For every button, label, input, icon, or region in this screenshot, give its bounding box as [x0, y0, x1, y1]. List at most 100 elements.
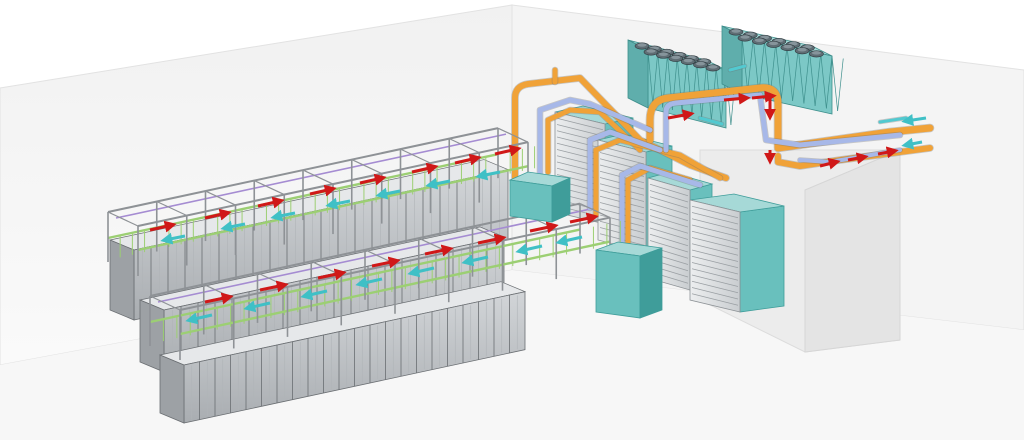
- cold-flow-arrow: [220, 220, 246, 233]
- cold-flow-arrow: [475, 168, 501, 181]
- chiller-rib: [775, 43, 782, 99]
- hot-flow-arrow: [149, 220, 177, 233]
- cold-flow-arrow: [160, 232, 186, 245]
- hot-flow-arrow: [317, 268, 347, 281]
- chiller-rib: [809, 50, 816, 107]
- cold-flow-arrow: [270, 209, 296, 222]
- chiller-rib: [797, 48, 805, 104]
- server-rack-row: [158, 281, 527, 424]
- orange-pipe: [646, 84, 934, 152]
- chiller-rib: [691, 62, 698, 116]
- cdu-cabinet: [595, 241, 663, 319]
- chiller-rib: [814, 53, 822, 107]
- fan-hub-icon: [769, 41, 779, 46]
- chiller-rib: [786, 45, 793, 102]
- blue-pipe: [663, 92, 903, 153]
- louver-slat: [691, 224, 739, 237]
- fan-hub-icon: [797, 47, 807, 52]
- louver-slat: [649, 196, 689, 209]
- flow-arrows: [149, 90, 927, 325]
- hot-flow-arrow: [847, 152, 869, 165]
- louver-slat: [649, 208, 689, 222]
- chiller-rib: [747, 38, 754, 92]
- hot-flow-arrow: [569, 212, 599, 225]
- chiller-rib: [826, 55, 833, 109]
- cold-flow-arrow: [425, 177, 451, 190]
- cyan-pipe: [728, 64, 747, 72]
- chillers: [627, 25, 844, 129]
- louver-slat: [691, 293, 739, 306]
- louver-slat: [691, 212, 739, 225]
- cold-flow-arrow: [325, 197, 351, 210]
- orange-pipe: [593, 137, 723, 218]
- louver-slat: [649, 233, 689, 247]
- air-handler-louver-unit: [689, 193, 785, 313]
- louver-slat: [691, 237, 739, 250]
- cdu-side: [639, 247, 663, 319]
- fan-hub-icon: [783, 44, 793, 49]
- chiller-rib: [837, 58, 844, 112]
- pipework: [511, 63, 935, 259]
- frame-cross: [579, 203, 611, 219]
- hot-flow-arrow: [204, 208, 232, 221]
- dry-cooler-chiller: [721, 25, 844, 115]
- hot-flow-arrow: [477, 233, 507, 246]
- purple-pipe: [115, 133, 507, 219]
- cdu-cabinet: [508, 171, 572, 223]
- cold-flow-arrow: [901, 113, 927, 126]
- chiller-rib: [792, 48, 799, 102]
- fan-hub-icon: [658, 52, 668, 56]
- frame-cross: [156, 200, 188, 217]
- blue-pipe: [619, 163, 703, 251]
- louver-slat: [649, 183, 689, 197]
- hot-flow-arrow: [204, 292, 234, 305]
- louver-slat: [691, 274, 739, 287]
- chiller-rib: [831, 55, 838, 112]
- chiller-rib: [752, 38, 760, 94]
- fan-hub-icon: [754, 38, 764, 42]
- rack-row-side: [159, 354, 185, 424]
- hot-flow-arrow: [411, 162, 439, 175]
- hot-flow-arrow: [494, 144, 522, 157]
- fan-hub-icon: [637, 43, 647, 47]
- louver-slat: [649, 215, 689, 228]
- orange-pipe: [512, 75, 729, 181]
- cyan-pipe: [698, 116, 724, 126]
- louver-slat: [649, 190, 689, 203]
- fan-hub-icon: [708, 65, 718, 69]
- fan-hub-icon: [646, 49, 656, 53]
- louver-slat: [691, 255, 739, 269]
- hot-flow-arrow: [454, 153, 482, 166]
- hot-flow-arrow: [259, 280, 289, 293]
- cold-flow-arrow: [555, 234, 583, 247]
- cold-flow-arrow: [375, 187, 401, 200]
- louver-slat: [691, 243, 739, 256]
- louver-slat: [649, 202, 689, 215]
- hot-flow-arrow: [819, 157, 841, 170]
- hot-flow-arrow: [751, 90, 777, 103]
- cdu-units: [508, 171, 663, 319]
- louver-slat: [649, 240, 689, 253]
- frame-cross: [302, 169, 334, 185]
- fan-hub-icon: [811, 51, 821, 55]
- frame-cross: [448, 138, 480, 154]
- cold-flow-arrow: [407, 265, 435, 278]
- frame-cross: [205, 190, 236, 206]
- fan-hub-icon: [683, 58, 693, 63]
- cold-flow-arrow: [243, 300, 271, 313]
- hot-flow-arrow: [424, 244, 454, 257]
- blue-pipe: [587, 129, 663, 211]
- hot-flow-arrow: [359, 173, 387, 186]
- louver-slat: [691, 287, 739, 300]
- hot-flow-arrow: [257, 196, 285, 209]
- chiller-rib: [781, 45, 788, 99]
- orange-pipe: [545, 107, 643, 175]
- hot-flow-arrow: [723, 92, 751, 105]
- chiller-rib: [647, 49, 654, 106]
- chiller-rib: [820, 53, 827, 109]
- fan-hub-icon: [731, 29, 741, 33]
- fan-hub-icon: [696, 61, 706, 66]
- louver-slat: [691, 230, 739, 244]
- louver-slat: [556, 136, 604, 149]
